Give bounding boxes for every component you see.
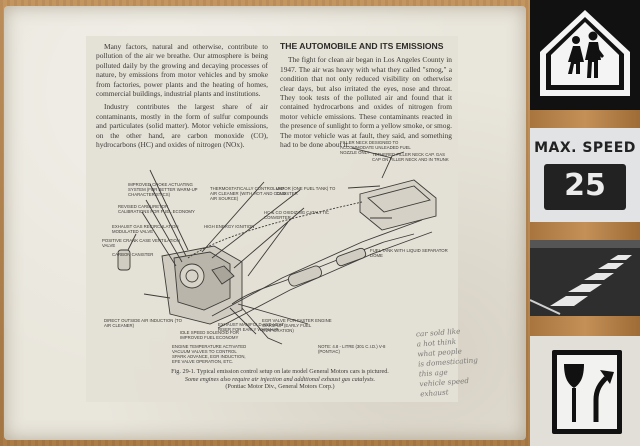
emissions-heading: THE AUTOMOBILE AND ITS EMISSIONS <box>280 41 444 51</box>
crosswalk-photo <box>530 240 640 316</box>
intro-paragraph-2: Industry contributes the largest share o… <box>96 102 268 150</box>
emission-system-diagram <box>117 147 437 345</box>
callout-pcv: Positive crank case ventilation valve <box>102 238 180 248</box>
figure-caption: Fig. 29-1. Typical emission control setu… <box>150 368 410 391</box>
board-gap <box>530 222 640 240</box>
callout-egr-valve: EGR valve for faster engine warm-up (ear… <box>262 318 332 333</box>
caption-main: Fig. 29-1. Typical emission control setu… <box>171 368 389 375</box>
speed-limit-value: 25 <box>564 168 606 203</box>
emissions-column: THE AUTOMOBILE AND ITS EMISSIONS The fig… <box>280 41 453 153</box>
callout-canister: Carbon canister <box>112 252 154 257</box>
keep-right-arrow-icon <box>552 350 622 434</box>
intro-paragraph-1: Many factors, natural and otherwise, con… <box>96 42 268 99</box>
handwritten-notes: car sold like a hot think what people is… <box>416 323 521 400</box>
caption-sub: Some engines also require air injection … <box>184 375 376 383</box>
caption-credit: (Pontiac Motor Div., General Motors Corp… <box>225 383 335 391</box>
callout-vapor-line: Vapor (one fuel tank) to canister <box>276 186 336 196</box>
board-gap <box>530 316 640 336</box>
keep-right-sign <box>530 336 640 446</box>
callout-thermostatic: Thermostatically controlled air cleaner … <box>210 186 286 201</box>
callout-note: Note: 4.8 - litre (301 C.I.D.) V-8 (Pont… <box>318 344 386 354</box>
callout-choke: Improved choke actuating system (for bet… <box>128 182 198 197</box>
emissions-paragraph: The fight for clean air began in Los Ang… <box>280 55 453 150</box>
callout-egr: Exhaust gas recirculation modulated valv… <box>112 224 179 234</box>
speed-limit-sign: MAX. SPEED 25 <box>530 128 640 222</box>
intro-column: Many factors, natural and otherwise, con… <box>96 42 268 153</box>
callout-converter: HC & CO oxidizing catalytic converter <box>264 210 329 220</box>
callout-air-inlet: Direct outside air induction (to air cle… <box>104 318 182 328</box>
callout-carburetor: Revised carburetor calibrations for fuel… <box>118 204 195 214</box>
callout-fuel-tank: Fuel tank with liquid separator dome <box>370 248 448 258</box>
callout-ignition: High energy ignition <box>204 224 255 229</box>
callout-speed-solenoid: Idle speed solenoid for improved fuel ec… <box>180 330 239 340</box>
callout-filler-neck: Filler neck designed to accommodate unle… <box>340 140 411 155</box>
board-gap <box>530 110 640 128</box>
speed-limit-box: 25 <box>544 164 626 210</box>
callout-exhaust-manifold: Exhaust manifold and heat riser for earl… <box>218 322 284 332</box>
callout-vacuum: Engine temperature activated vacuum valv… <box>172 344 247 364</box>
zebra-crosswalk-icon <box>530 240 640 316</box>
callout-filler-cap: Tethered filler neck cap. Gas cap on fil… <box>372 152 449 162</box>
school-crossing-sign <box>530 0 640 110</box>
school-children-icon <box>540 10 630 96</box>
speed-limit-label: MAX. SPEED <box>534 140 636 156</box>
